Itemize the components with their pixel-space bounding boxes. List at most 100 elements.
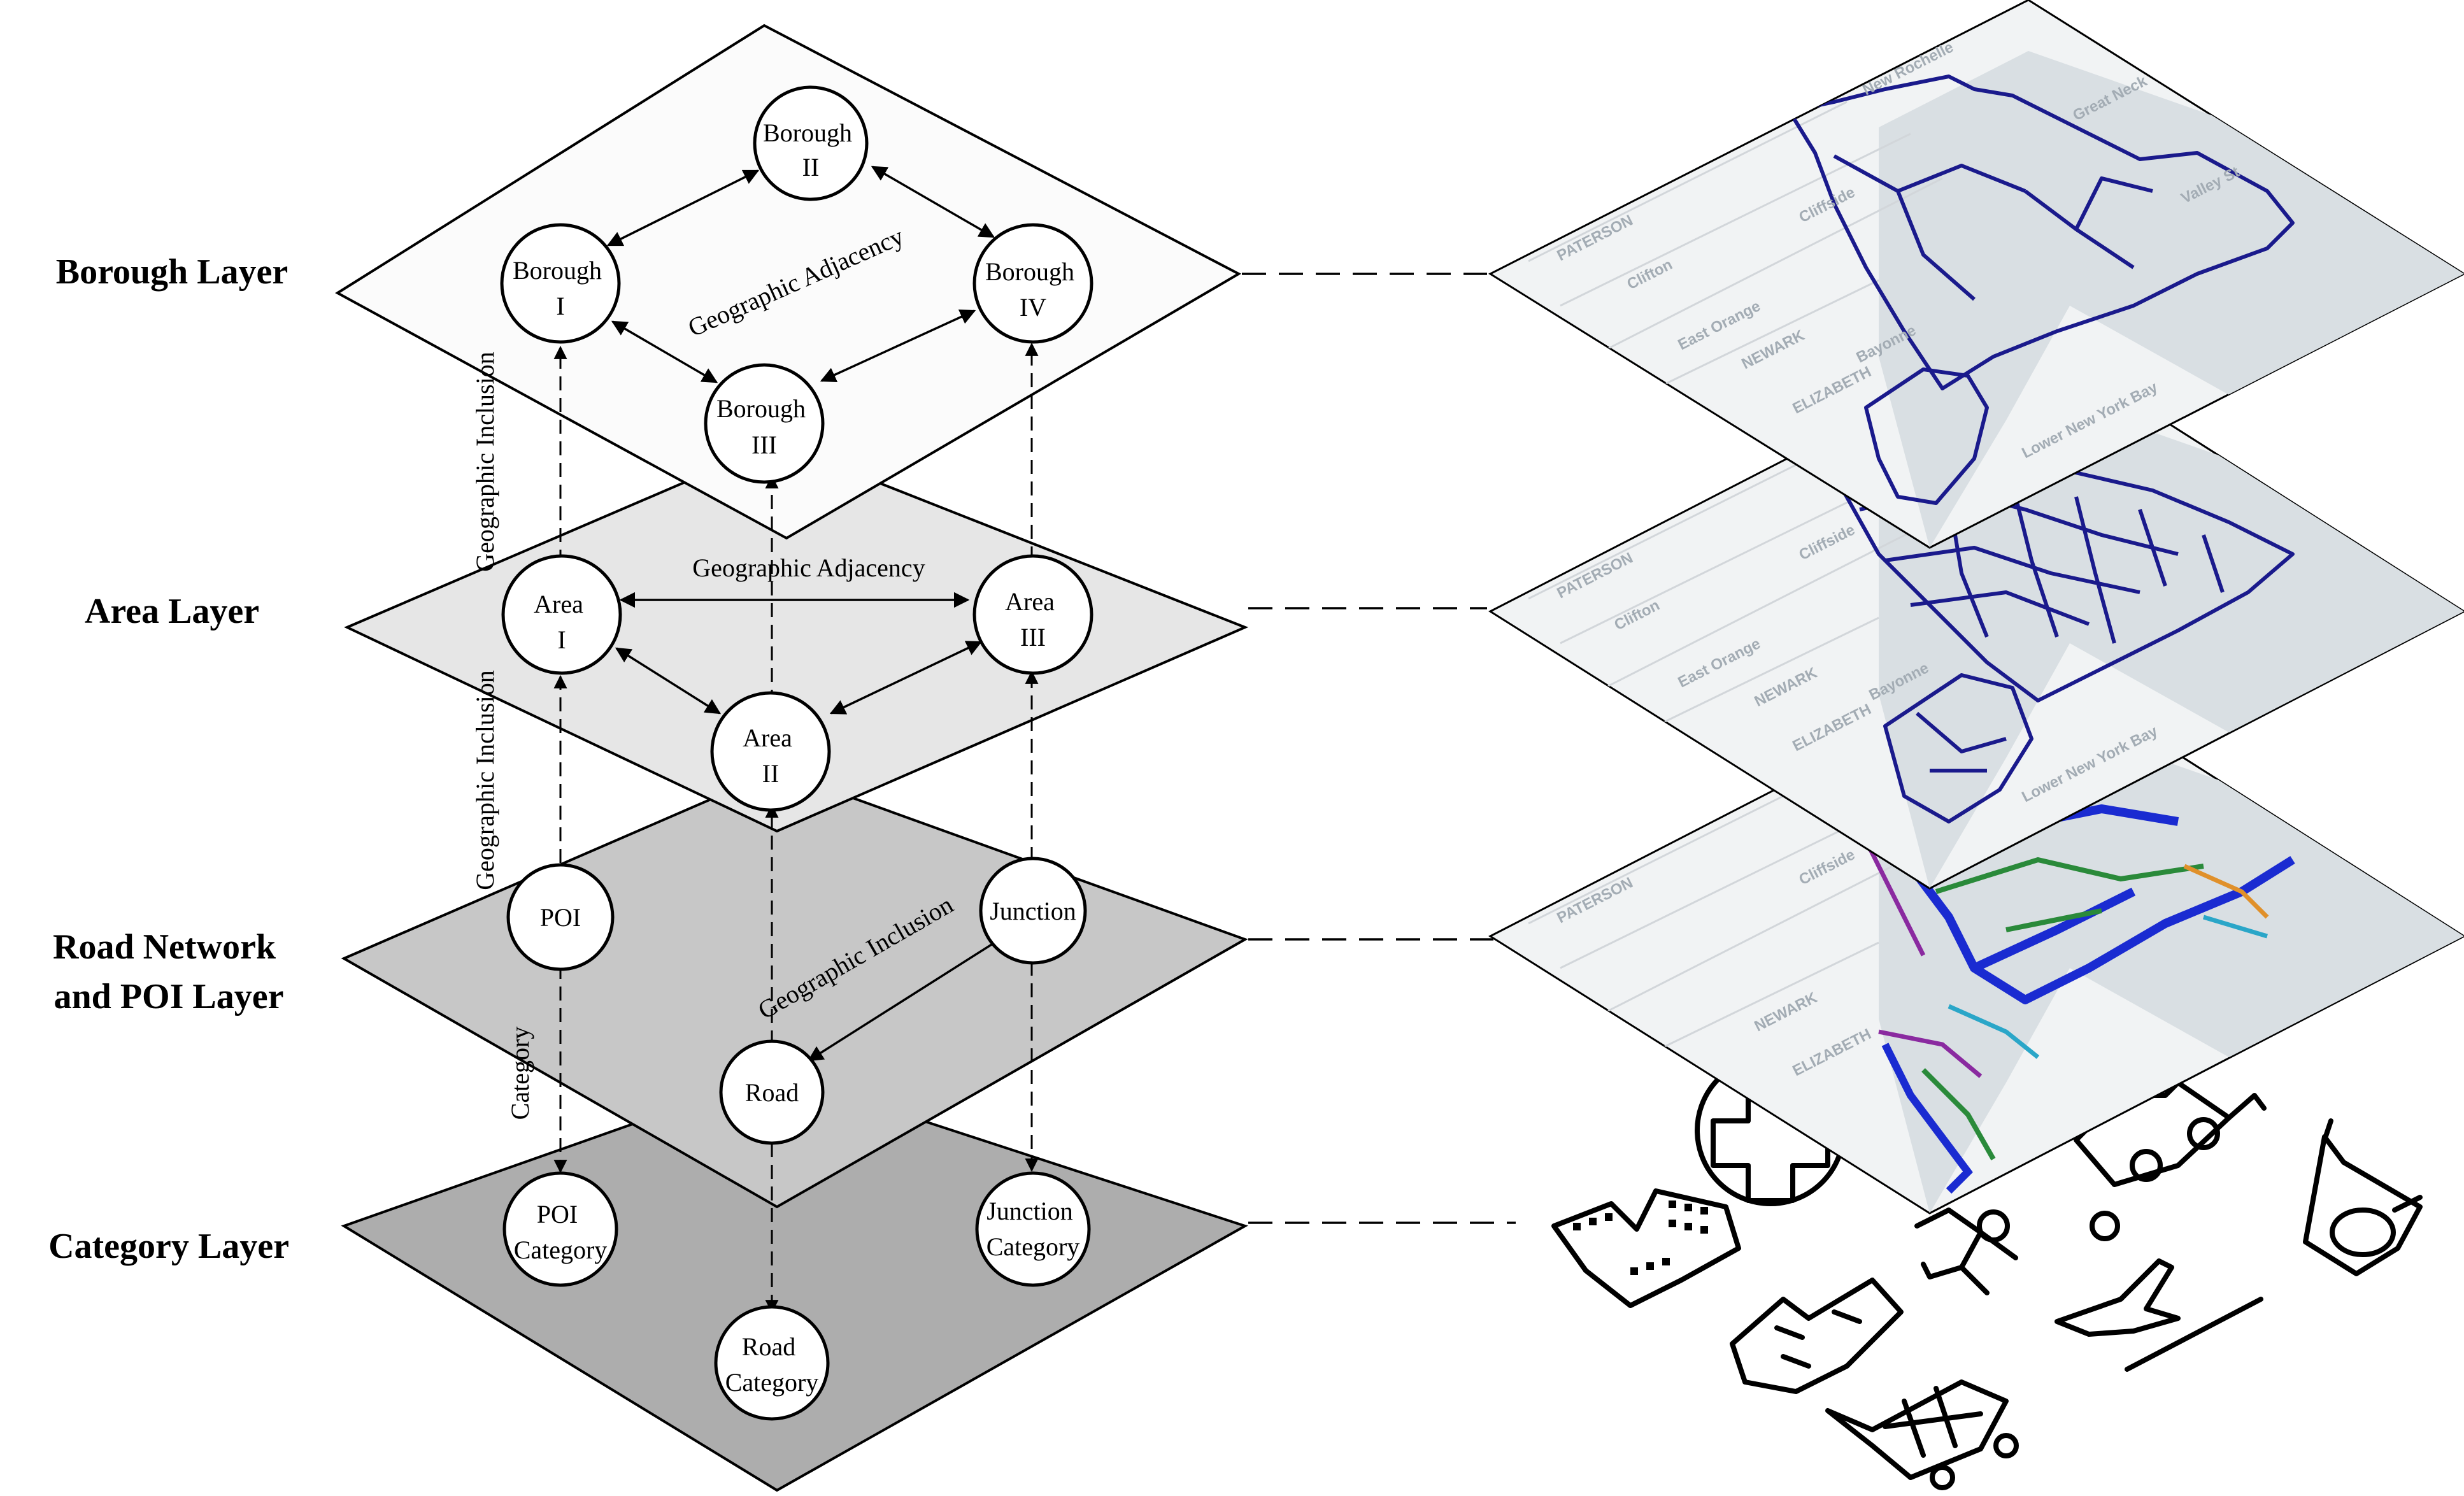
area-layer-plane <box>344 441 1249 833</box>
layer-label-line: Road Network <box>53 927 276 967</box>
edge-borough3-borough4 <box>820 310 976 382</box>
borough-layer-plane <box>335 24 1242 540</box>
node-label-line: II <box>802 153 820 182</box>
node-label-line: Borough <box>716 394 806 423</box>
node-label: Road <box>745 1078 799 1107</box>
running-person-icon <box>1914 1207 2018 1295</box>
node-junction[interactable]: Junction <box>979 857 1087 965</box>
layer-label-line: Borough Layer <box>56 252 288 292</box>
edge-area2-area3 <box>829 641 983 715</box>
node-area-2[interactable]: Area II <box>710 691 831 812</box>
node-label-line: II <box>762 759 780 788</box>
node-label: Junction Category <box>986 1197 1080 1261</box>
node-circle <box>753 85 869 201</box>
layer-label-category: Category Layer <box>48 1227 289 1266</box>
node-label-line: I <box>556 292 564 320</box>
node-circle <box>710 691 831 812</box>
node-area-3[interactable]: Area III <box>972 554 1093 675</box>
node-circle <box>506 863 615 971</box>
layer-label-line: Category Layer <box>48 1227 289 1266</box>
category-icons <box>1551 1055 2423 1490</box>
node-label-line: POI <box>540 903 581 932</box>
node-junction-category[interactable]: Junction Category <box>975 1171 1091 1287</box>
road-network-cyan <box>1948 915 2268 1059</box>
node-circle <box>501 554 622 675</box>
graph-nodes: Borough II Borough I Borough IV Borough … <box>500 85 1093 1421</box>
layer-label-line: and POI Layer <box>54 977 284 1016</box>
node-label-line: Road <box>742 1332 795 1361</box>
edge-area1-area2 <box>615 647 722 715</box>
bus-stop-icon <box>2303 1118 2423 1276</box>
node-label-line: Area <box>1005 587 1055 616</box>
node-label-line: Junction <box>990 897 1076 925</box>
node-label-line: Borough <box>513 256 602 285</box>
graph-edges <box>553 166 1039 1314</box>
divider-line <box>2125 1297 2263 1372</box>
node-label-line: Area <box>534 590 583 618</box>
node-label-line: IV <box>1020 293 1046 322</box>
node-circle <box>704 363 825 484</box>
road-network-green <box>1921 857 2204 1160</box>
edge-borough2-borough4 <box>871 166 995 238</box>
borough-boundaries <box>1788 75 2295 390</box>
node-circle <box>979 857 1087 965</box>
node-poi-category[interactable]: POI Category <box>502 1171 618 1287</box>
node-label-line: III <box>751 431 777 459</box>
node-label-line: Category <box>725 1368 819 1397</box>
airplane-icon <box>2055 1258 2181 1337</box>
node-circle <box>714 1305 830 1421</box>
edge-label-area-adjacency: Geographic Adjacency <box>692 553 925 582</box>
node-label-line: POI <box>537 1200 578 1229</box>
node-road-category[interactable]: Road Category <box>714 1305 830 1421</box>
road-network-orange <box>2183 864 2269 919</box>
buildings-icon <box>1551 1188 1741 1308</box>
node-label-line: Borough <box>763 118 852 147</box>
node-label: Borough II <box>763 118 858 182</box>
node-label-line: I <box>557 625 566 654</box>
node-circle <box>975 1171 1091 1287</box>
node-label: POI <box>540 903 581 932</box>
node-borough-2[interactable]: Borough II <box>753 85 869 201</box>
layer-label-borough: Borough Layer <box>56 252 288 292</box>
node-label: Junction <box>990 897 1076 925</box>
layer-labels: Borough Layer Area Layer Road Network an… <box>48 252 289 1266</box>
node-label-line: Borough <box>985 257 1074 286</box>
node-label: Borough IV <box>985 257 1081 322</box>
edge-label-inclusion-upper: Geographic Inclusion <box>471 352 499 571</box>
node-label-line: Road <box>745 1078 799 1107</box>
node-label-line: Category <box>986 1232 1080 1261</box>
node-borough-3[interactable]: Borough III <box>704 363 825 484</box>
dot-icon <box>2090 1211 2120 1241</box>
node-label-line: Junction <box>986 1197 1073 1225</box>
node-circle <box>502 1171 618 1287</box>
node-label: Area III <box>1005 587 1061 652</box>
edge-label-inclusion-lower: Geographic Inclusion <box>471 670 499 890</box>
edge-borough1-borough3 <box>611 320 718 383</box>
layer-connectors <box>1242 273 1516 1224</box>
node-label: Borough III <box>716 394 812 459</box>
school-icon <box>1730 1278 1904 1394</box>
shopping-cart-icon <box>1825 1379 2019 1490</box>
layer-label-line: Area Layer <box>85 592 259 631</box>
node-label: Borough I <box>513 256 608 320</box>
node-label: POI Category <box>514 1200 608 1264</box>
edge-junction-road <box>807 940 997 1062</box>
node-borough-1[interactable]: Borough I <box>500 223 621 344</box>
area-boundaries <box>1832 466 2295 702</box>
node-borough-4[interactable]: Borough IV <box>972 223 1093 344</box>
node-label-line: Category <box>514 1236 608 1264</box>
node-poi[interactable]: POI <box>506 863 615 971</box>
node-label-line: III <box>1020 623 1046 652</box>
edge-borough1-borough2 <box>606 169 760 246</box>
node-area-1[interactable]: Area I <box>501 554 622 675</box>
node-circle <box>719 1039 825 1145</box>
node-label: Area II <box>743 723 799 788</box>
node-circle <box>972 223 1093 344</box>
node-circle <box>972 554 1093 675</box>
map-borough: PATERSON Clifton Cliffside East Orange N… <box>1488 0 2464 549</box>
layer-label-area: Area Layer <box>85 592 259 631</box>
node-road[interactable]: Road <box>719 1039 825 1145</box>
node-label: Area I <box>534 590 590 654</box>
edge-label-category: Category <box>506 1027 534 1120</box>
node-circle <box>500 223 621 344</box>
